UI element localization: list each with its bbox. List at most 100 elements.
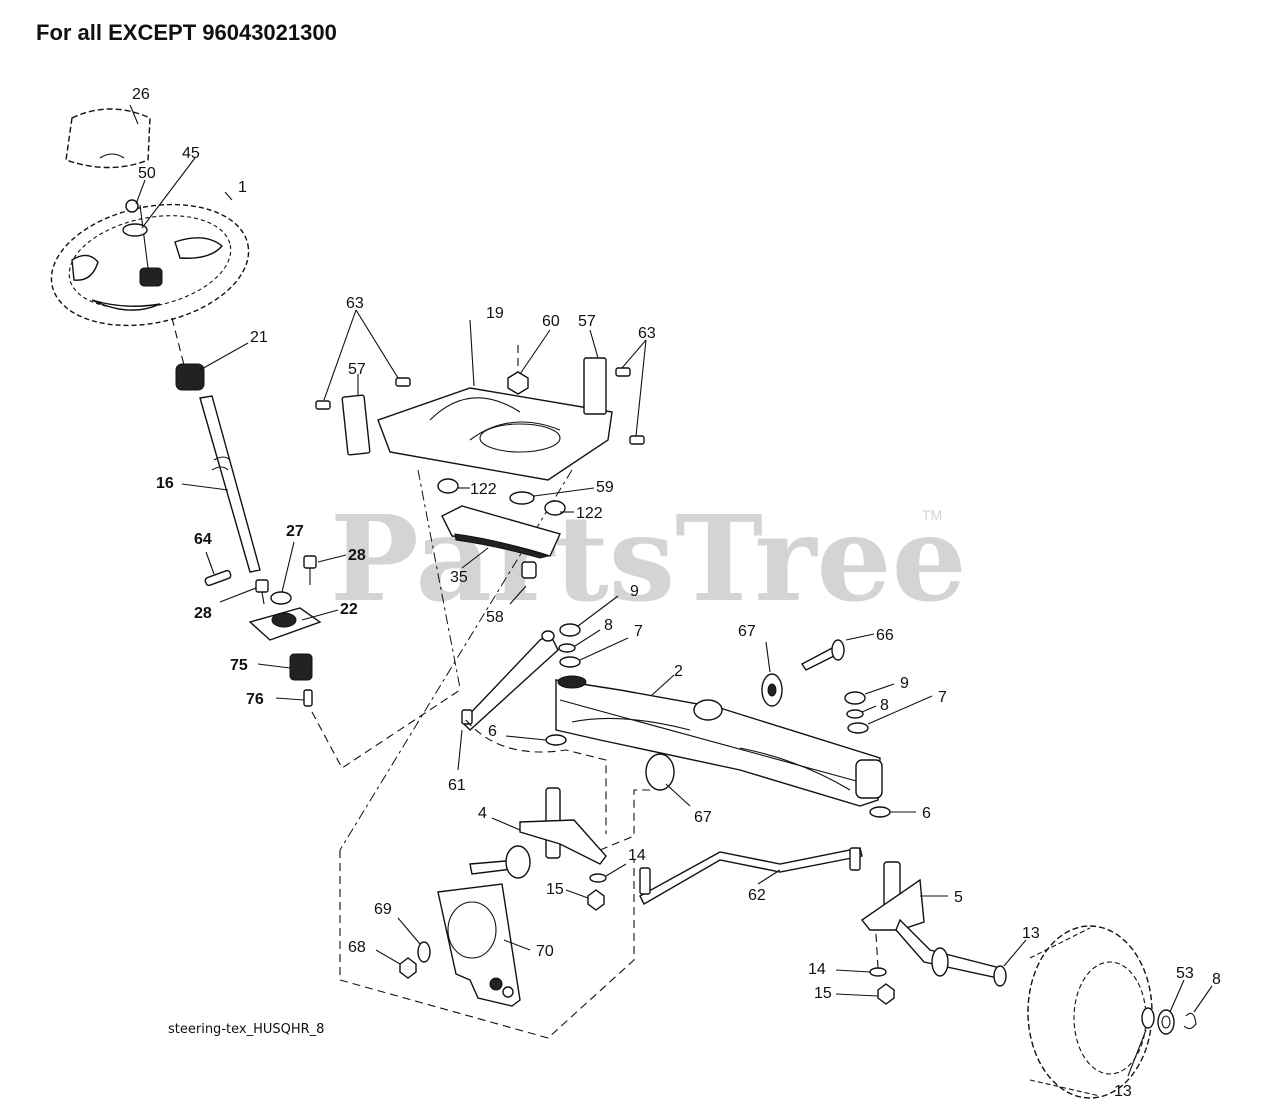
- callout-8-left[interactable]: 8: [604, 617, 613, 634]
- ring-8a-part[interactable]: [558, 629, 601, 653]
- callout-75[interactable]: 75: [230, 657, 248, 674]
- callout-64[interactable]: 64: [194, 531, 212, 548]
- callout-57-left[interactable]: 57: [348, 361, 366, 378]
- callout-68[interactable]: 68: [348, 939, 366, 956]
- spacer-122b-part[interactable]: [544, 500, 566, 516]
- callout-6-left[interactable]: 6: [488, 723, 497, 740]
- washer-45-part[interactable]: [122, 223, 148, 237]
- nut-50-part[interactable]: [125, 199, 139, 213]
- bracket-57b-part[interactable]: [583, 329, 607, 415]
- sector-gear-35-part[interactable]: [441, 505, 561, 569]
- callout-9-left[interactable]: 9: [630, 583, 639, 600]
- callout-63-right[interactable]: 63: [638, 325, 656, 342]
- cap-9b-part[interactable]: [844, 683, 895, 705]
- callout-14-left[interactable]: 14: [628, 847, 646, 864]
- washer-7a-part[interactable]: [559, 637, 629, 668]
- callout-61[interactable]: 61: [448, 777, 466, 794]
- callout-35[interactable]: 35: [450, 569, 468, 586]
- callout-26[interactable]: 26: [132, 86, 150, 103]
- callout-58[interactable]: 58: [486, 609, 504, 626]
- callout-19[interactable]: 19: [486, 305, 504, 322]
- callout-28-upper[interactable]: 28: [348, 547, 366, 564]
- callout-28-lower[interactable]: 28: [194, 605, 212, 622]
- spindle-5-part[interactable]: [860, 861, 1001, 979]
- callout-76[interactable]: 76: [246, 691, 264, 708]
- steering-wheel-part[interactable]: [40, 187, 260, 342]
- callout-16[interactable]: 16: [156, 475, 174, 492]
- spindle-4-part[interactable]: [469, 787, 607, 879]
- callout-45[interactable]: 45: [182, 145, 200, 162]
- callout-60[interactable]: 60: [542, 313, 560, 330]
- callout-22[interactable]: 22: [340, 601, 358, 618]
- callout-67-upper[interactable]: 67: [738, 623, 756, 640]
- callout-7-right[interactable]: 7: [938, 689, 947, 706]
- callout-21[interactable]: 21: [250, 329, 268, 346]
- washer-69-part[interactable]: [397, 917, 431, 963]
- washer-53-part[interactable]: [1157, 979, 1185, 1035]
- bolt-58-part[interactable]: [509, 561, 537, 605]
- bolts-63-part[interactable]: [315, 309, 647, 445]
- callout-15-right[interactable]: 15: [814, 985, 832, 1002]
- tie-rod-62-part[interactable]: [639, 847, 863, 905]
- steering-wheel-cap-part[interactable]: [65, 108, 151, 169]
- washer-59-part[interactable]: [509, 491, 535, 505]
- callout-7-left[interactable]: 7: [634, 623, 643, 640]
- steering-shaft-16-part[interactable]: [181, 395, 261, 573]
- callout-6-right[interactable]: 6: [922, 805, 931, 822]
- callout-2[interactable]: 2: [674, 663, 683, 680]
- callout-69[interactable]: 69: [374, 901, 392, 918]
- cap-9a-part[interactable]: [559, 595, 619, 637]
- callout-13-lower[interactable]: 13: [1114, 1083, 1132, 1100]
- washer-14a-part[interactable]: [589, 863, 627, 883]
- callout-63-left[interactable]: 63: [346, 295, 364, 312]
- nut-60-part[interactable]: [507, 329, 551, 395]
- callout-59[interactable]: 59: [596, 479, 614, 496]
- pivot-bolt-66-part[interactable]: [800, 633, 875, 671]
- nut-68-part[interactable]: [375, 949, 417, 979]
- washer-14b-part[interactable]: [835, 967, 887, 977]
- callout-67-lower[interactable]: 67: [694, 809, 712, 826]
- bushing-27-part[interactable]: [270, 591, 292, 605]
- callout-8-right[interactable]: 8: [880, 697, 889, 714]
- bracket-22-part[interactable]: [248, 607, 339, 641]
- ring-8c-part[interactable]: [1183, 985, 1213, 1030]
- callout-13-upper[interactable]: 13: [1022, 925, 1040, 942]
- spacer-122a-part[interactable]: [437, 478, 459, 494]
- callout-14-right[interactable]: 14: [808, 961, 826, 978]
- washer-13a-part[interactable]: [993, 939, 1027, 987]
- callout-27[interactable]: 27: [286, 523, 304, 540]
- callout-62[interactable]: 62: [748, 887, 766, 904]
- callout-122-left[interactable]: 122: [470, 481, 497, 498]
- nut-15b-part[interactable]: [835, 983, 895, 1005]
- drag-link-61-part[interactable]: [457, 630, 559, 771]
- callout-70[interactable]: 70: [536, 943, 554, 960]
- callout-50[interactable]: 50: [138, 165, 156, 182]
- bolt-76-part[interactable]: [275, 689, 313, 707]
- callout-57-right[interactable]: 57: [578, 313, 596, 330]
- callout-15-left[interactable]: 15: [546, 881, 564, 898]
- front-wheel-part[interactable]: [1027, 925, 1153, 1099]
- nut-15a-part[interactable]: [565, 889, 605, 911]
- pinion-gear-75-part[interactable]: [257, 653, 313, 681]
- callout-53[interactable]: 53: [1176, 965, 1194, 982]
- washer-7b-part[interactable]: [847, 695, 933, 734]
- steering-plate-70-part[interactable]: [437, 883, 531, 1007]
- support-plate-19-part[interactable]: [377, 319, 613, 481]
- callout-66[interactable]: 66: [876, 627, 894, 644]
- callout-122-right[interactable]: 122: [576, 505, 603, 522]
- callout-4[interactable]: 4: [478, 805, 487, 822]
- callout-1[interactable]: 1: [238, 179, 247, 196]
- callout-9-right[interactable]: 9: [900, 675, 909, 692]
- spacer-67b-part[interactable]: [645, 753, 691, 807]
- front-axle-2-part[interactable]: [555, 674, 883, 807]
- callout-5[interactable]: 5: [954, 889, 963, 906]
- bolt-28-part[interactable]: [303, 554, 347, 585]
- washer-13b-part[interactable]: [1127, 1007, 1155, 1077]
- pin-64-part[interactable]: [204, 551, 232, 587]
- steering-adapter-21-part[interactable]: [175, 342, 249, 391]
- bracket-57a-part[interactable]: [341, 374, 371, 456]
- ring-8b-part[interactable]: [846, 705, 877, 719]
- callout-8-wheel[interactable]: 8: [1212, 971, 1221, 988]
- spacer-67a-part[interactable]: [761, 641, 783, 707]
- washer-6b-part[interactable]: [869, 806, 916, 818]
